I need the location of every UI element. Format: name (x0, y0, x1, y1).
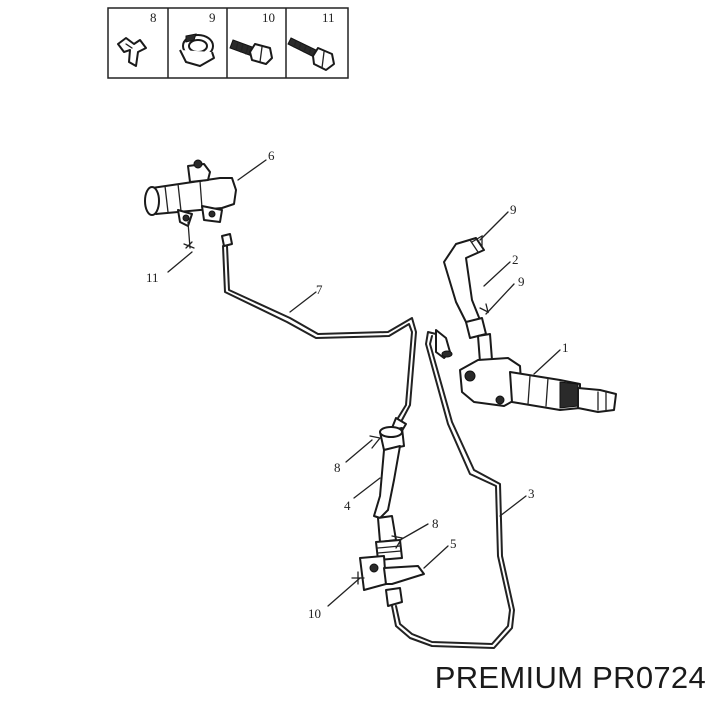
callout-9-mid: 9 (518, 274, 525, 289)
legend-label-11: 11 (322, 10, 335, 25)
callout-1: 1 (562, 340, 569, 355)
flexible-hose-4 (373, 426, 405, 561)
legend-label-8: 8 (150, 10, 157, 25)
callout-4: 4 (344, 498, 351, 513)
callout-6: 6 (268, 148, 275, 163)
long-bolt-icon (287, 37, 335, 71)
callout-11: 11 (146, 270, 159, 285)
callout-2: 2 (512, 252, 519, 267)
callout-numbers: 6 11 7 9 2 9 1 8 4 3 8 5 10 (146, 148, 569, 621)
retaining-clip-icon (117, 37, 147, 67)
short-bolt-icon (229, 39, 273, 65)
legend-label-9: 9 (209, 10, 216, 25)
callout-9-top: 9 (510, 202, 517, 217)
pipe-3 (391, 329, 515, 649)
callout-10: 10 (308, 606, 321, 621)
callout-5: 5 (450, 536, 457, 551)
parts-legend-box: 8 9 10 11 (107, 7, 349, 79)
bracket-5 (359, 555, 425, 607)
callout-3: 3 (528, 486, 535, 501)
part-number-caption: PREMIUM PR0724 (434, 660, 706, 695)
legend-label-10: 10 (262, 10, 275, 25)
pipe-7 (221, 233, 417, 435)
callout-8-upper: 8 (334, 460, 341, 475)
slave-cylinder (144, 159, 237, 227)
hose-clamp-icon (179, 33, 215, 67)
master-cylinder (459, 333, 617, 413)
callout-7: 7 (316, 282, 323, 297)
callout-8-lower: 8 (432, 516, 439, 531)
leader-lines (167, 159, 561, 607)
reservoir-hose-2 (443, 237, 487, 339)
